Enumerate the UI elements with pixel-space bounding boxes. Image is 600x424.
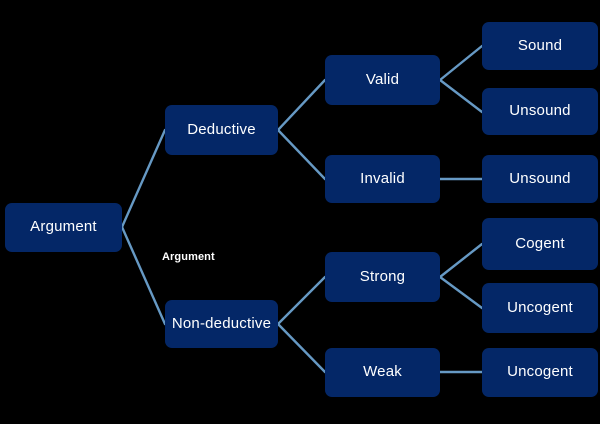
node-label: Uncogent — [507, 363, 573, 381]
node-label: Weak — [363, 363, 402, 381]
connector-nondeductive-to-strong — [276, 275, 327, 326]
node-label: Strong — [359, 267, 406, 285]
connector-argument-to-nondeductive — [120, 225, 167, 326]
node-deductive[interactable]: Deductive — [165, 105, 278, 155]
node-label: Deductive — [187, 120, 256, 138]
node-label: Argument — [30, 218, 97, 236]
node-label: Sound — [517, 36, 563, 54]
node-sound[interactable]: Sound — [482, 22, 598, 70]
node-cogent[interactable]: Cogent — [482, 218, 598, 270]
connector-valid-to-sound — [438, 44, 484, 82]
node-weak[interactable]: Weak — [325, 348, 440, 397]
node-invalid[interactable]: Invalid — [325, 155, 440, 203]
node-label: Valid — [365, 70, 400, 88]
node-unsound2[interactable]: Unsound — [482, 155, 598, 203]
node-label: Invalid — [360, 169, 405, 187]
node-label: Uncogent — [507, 298, 573, 316]
node-unsound1[interactable]: Unsound — [482, 88, 598, 135]
node-uncogent1[interactable]: Uncogent — [482, 283, 598, 333]
connector-deductive-to-valid — [276, 78, 327, 132]
connector-valid-to-unsound1 — [438, 78, 484, 114]
connector-argument-to-deductive — [120, 128, 167, 229]
node-nondeductive[interactable]: Non-deductive — [165, 300, 278, 348]
floating-label-argument: Argument — [162, 251, 215, 263]
node-strong[interactable]: Strong — [325, 252, 440, 302]
connector-deductive-to-invalid — [276, 128, 327, 181]
node-uncogent2[interactable]: Uncogent — [482, 348, 598, 397]
node-valid[interactable]: Valid — [325, 55, 440, 105]
connector-nondeductive-to-weak — [276, 322, 327, 374]
node-label: Non-deductive — [171, 314, 272, 332]
connector-strong-to-cogent — [438, 242, 484, 279]
node-label: Cogent — [515, 234, 565, 252]
node-label: Unsound — [509, 102, 571, 120]
node-label: Unsound — [509, 169, 571, 187]
node-argument[interactable]: Argument — [5, 203, 122, 252]
connector-strong-to-uncogent1 — [438, 275, 484, 310]
